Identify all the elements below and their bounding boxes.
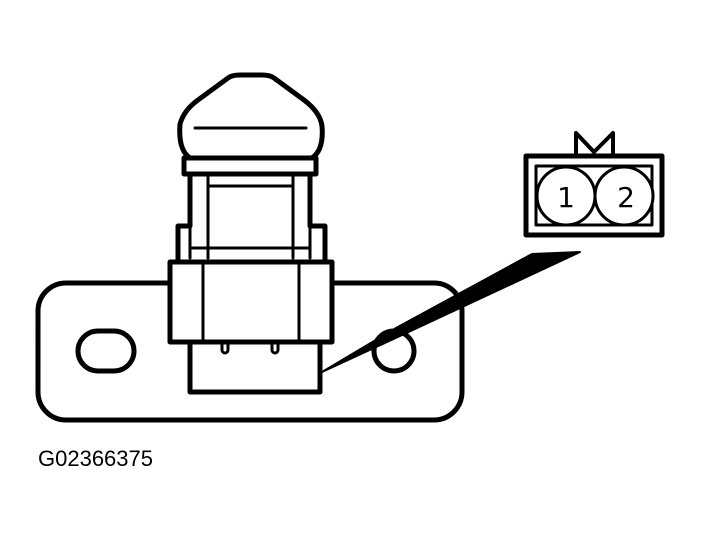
figure-id-caption: G02366375 — [38, 446, 153, 471]
plunger-cap — [177, 72, 325, 161]
connector-pin-2-label: 2 — [617, 181, 635, 214]
switch-body — [167, 259, 335, 345]
connector-pin-2 — [593, 165, 655, 227]
terminal-pin-right — [270, 338, 280, 355]
switch-lower-housing — [187, 335, 323, 395]
leader-pointer — [321, 251, 581, 373]
connector-pin-1-label: 1 — [557, 181, 575, 214]
connector-lock-tab — [574, 131, 615, 157]
terminal-pin-left — [220, 338, 230, 355]
mounting-slot — [75, 328, 137, 374]
